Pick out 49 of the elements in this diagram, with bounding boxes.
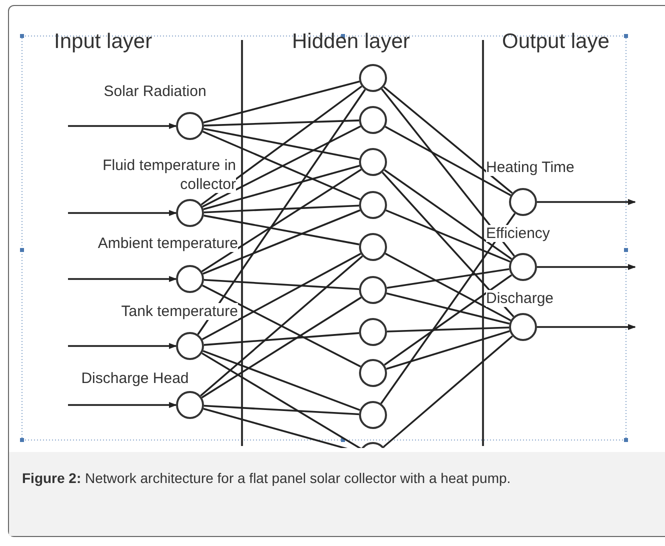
arrow xyxy=(68,343,177,349)
arrow xyxy=(68,402,177,408)
connection-line xyxy=(204,278,360,290)
neuron-label: Heating Time xyxy=(486,159,574,176)
connection-line xyxy=(381,88,515,257)
connection-line xyxy=(202,352,362,448)
connection-line xyxy=(204,128,360,160)
connection-line xyxy=(386,330,510,370)
neuron-label: Efficiency xyxy=(486,225,550,242)
connection-line xyxy=(384,274,512,366)
connection-line xyxy=(201,168,362,272)
connection-line xyxy=(386,268,510,289)
connection-line xyxy=(383,335,513,448)
arrow xyxy=(537,199,636,205)
neuron-label: Discharge xyxy=(486,290,554,307)
connection-line xyxy=(200,255,363,397)
connection-line xyxy=(202,284,361,368)
connection-line xyxy=(202,130,360,200)
arrow xyxy=(68,123,177,129)
connection-line xyxy=(382,172,514,318)
neuron-label: Discharge Head xyxy=(81,370,189,387)
connection-line xyxy=(201,296,362,398)
connection-line xyxy=(204,404,360,416)
connection-line xyxy=(386,326,510,332)
connection-line xyxy=(203,80,360,124)
arrow xyxy=(537,264,636,270)
connection-line xyxy=(386,292,510,325)
neuron-label: Tank temperature xyxy=(121,303,238,320)
arrow xyxy=(537,324,636,330)
connection-line xyxy=(386,210,510,262)
layer-heading: Input layer xyxy=(54,30,152,54)
connection-line xyxy=(204,332,360,346)
layer-heading: Hidden layer xyxy=(292,30,410,54)
connection-line xyxy=(384,169,512,260)
arrow xyxy=(68,276,177,282)
connection-line xyxy=(204,120,360,126)
connection-line xyxy=(204,204,360,214)
neuron-label: Ambient temperature xyxy=(98,235,238,252)
layer-heading: Output laye xyxy=(502,30,610,54)
connection-line xyxy=(202,350,360,411)
connection-line xyxy=(200,86,362,206)
connection-line xyxy=(383,86,513,194)
arrow xyxy=(68,210,177,216)
connection-line xyxy=(204,214,360,246)
figure-caption: Figure 2: Network architecture for a flat panel solar collector with a heat pump. xyxy=(22,469,512,488)
connection-line xyxy=(197,89,366,335)
connection-line xyxy=(202,209,360,275)
connection-line xyxy=(202,126,361,208)
connection-line xyxy=(203,164,360,210)
